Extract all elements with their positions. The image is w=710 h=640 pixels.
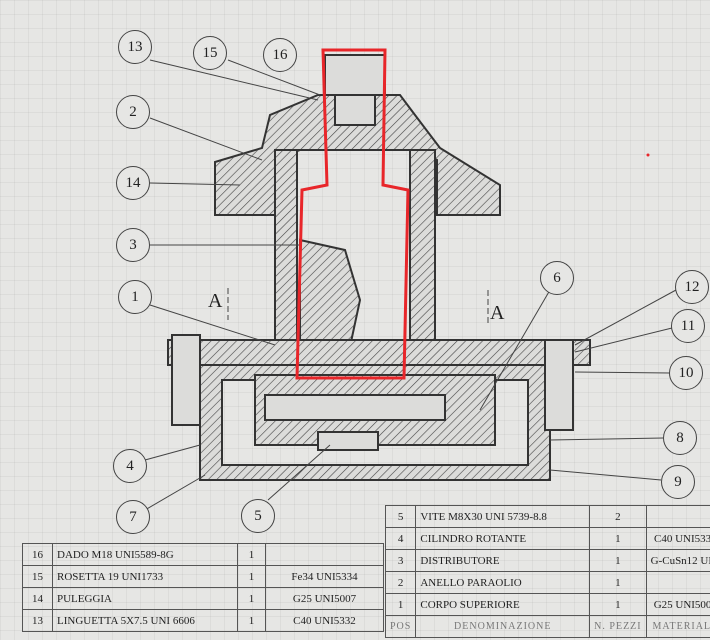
header-pos: POS [384, 615, 417, 638]
callout-4: 4 [113, 449, 147, 483]
cell-pos: 16 [22, 543, 53, 566]
cell-pos: 15 [22, 565, 53, 588]
callout-1: 1 [118, 280, 152, 314]
cell-name: DISTRIBUTORE [415, 549, 591, 572]
cell-material: C40 UNI5332 [265, 609, 384, 632]
cell-name: CORPO SUPERIORE [415, 593, 591, 616]
cell-qty: 1 [589, 571, 647, 594]
callout-6: 6 [540, 261, 574, 295]
header-qty: N. PEZZI [589, 615, 647, 638]
cell-pos: 1 [384, 593, 417, 616]
callout-16: 16 [263, 38, 297, 72]
nut [324, 54, 386, 96]
cell-material: Fe34 UNI5334 [265, 565, 384, 588]
callout-3: 3 [116, 228, 150, 262]
callout-9: 9 [661, 465, 695, 499]
cell-pos: 14 [22, 587, 53, 610]
cell-qty: 1 [237, 543, 266, 566]
cell-name: CILINDRO ROTANTE [415, 527, 591, 550]
cell-name: PULEGGIA [52, 587, 238, 610]
cell-pos: 13 [22, 609, 53, 632]
cell-qty: 2 [589, 505, 647, 528]
callout-13: 13 [118, 30, 152, 64]
callout-15: 15 [193, 36, 227, 70]
callout-14: 14 [116, 166, 150, 200]
header-material: MATERIALE [645, 615, 710, 638]
section-label-a-right: A [490, 302, 505, 324]
header-name: DENOMINAZIONE [415, 615, 591, 638]
cell-name: VITE M8X30 UNI 5739-8.8 [415, 505, 591, 528]
cell-qty: 1 [589, 593, 647, 616]
highlight-outline [295, 48, 410, 380]
flange [167, 339, 591, 366]
cell-qty: 1 [589, 549, 647, 572]
callout-5: 5 [241, 499, 275, 533]
cell-name: ROSETTA 19 UNI1733 [52, 565, 238, 588]
callout-2: 2 [116, 95, 150, 129]
callout-10: 10 [669, 356, 703, 390]
cell-material [645, 505, 710, 528]
callout-11: 11 [671, 309, 705, 343]
cell-material: G25 UNI5007 [645, 593, 710, 616]
cell-qty: 1 [237, 609, 266, 632]
section-label-a-left: A [208, 290, 223, 312]
cell-material: C40 UNI5332 [645, 527, 710, 550]
cell-name: DADO M18 UNI5589-8G [52, 543, 238, 566]
cell-qty: 1 [237, 587, 266, 610]
cell-name: ANELLO PARAOLIO [415, 571, 591, 594]
cell-material [265, 543, 384, 566]
callout-7: 7 [116, 500, 150, 534]
cell-qty: 1 [589, 527, 647, 550]
cell-material: G25 UNI5007 [265, 587, 384, 610]
cell-pos: 3 [384, 549, 417, 572]
cell-material [645, 571, 710, 594]
callout-8: 8 [663, 421, 697, 455]
cell-material: G-CuSn12 UNI [645, 549, 710, 572]
cell-pos: 5 [384, 505, 417, 528]
callout-12: 12 [675, 270, 709, 304]
cell-pos: 2 [384, 571, 417, 594]
cell-pos: 4 [384, 527, 417, 550]
cell-qty: 1 [237, 565, 266, 588]
cell-name: LINGUETTA 5X7.5 UNI 6606 [52, 609, 238, 632]
